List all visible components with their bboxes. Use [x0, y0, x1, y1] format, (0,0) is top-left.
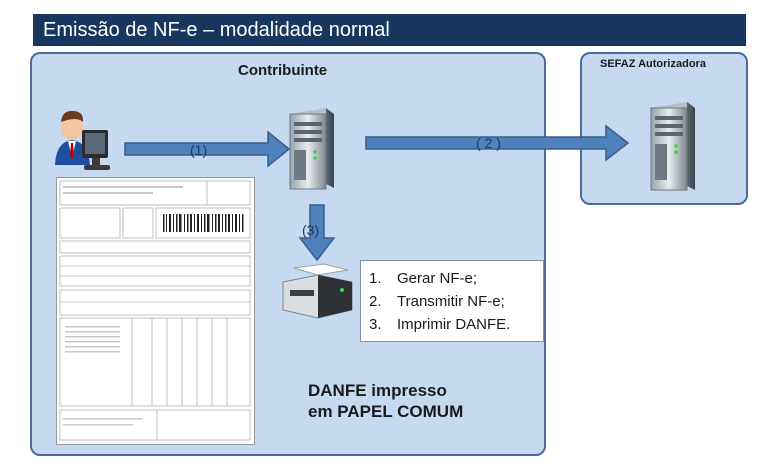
contribuinte-title: Contribuinte [238, 62, 328, 79]
server-icon [650, 102, 695, 191]
page-title: Emissão de NF-e – modalidade normal [33, 14, 746, 46]
arrow-2-label: ( 2 ) [476, 135, 501, 151]
arrow-1 [124, 130, 291, 168]
list-item: 1.Gerar NF-e; [369, 270, 478, 287]
arrow-3 [298, 204, 336, 262]
arrow-2 [365, 124, 630, 162]
document-icon [56, 177, 255, 445]
server-icon [289, 108, 334, 190]
sefaz-title: SEFAZ Autorizadora [600, 58, 706, 70]
printer-icon [282, 263, 353, 319]
caption-line-1: DANFE impresso [308, 381, 447, 400]
caption-line-2: em PAPEL COMUM [308, 402, 464, 421]
danfe-caption: DANFE impresso em PAPEL COMUM [308, 380, 463, 422]
list-item: 3.Imprimir DANFE. [369, 316, 511, 333]
user-computer-icon [55, 110, 110, 170]
list-item: 2.Transmitir NF-e; [369, 293, 505, 310]
arrow-1-label: (1) [190, 142, 208, 158]
steps-list: 1.Gerar NF-e; 2.Transmitir NF-e; 3.Impri… [360, 260, 544, 342]
arrow-3-label: (3) [302, 222, 320, 238]
